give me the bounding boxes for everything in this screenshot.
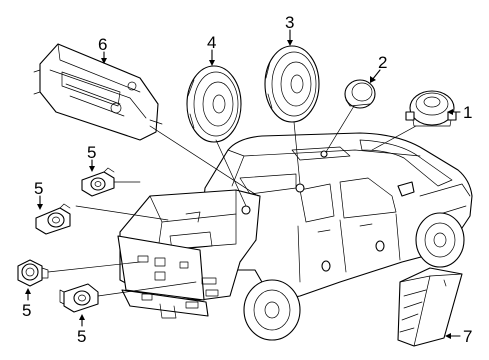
callout-5-lower-right: 5 xyxy=(77,327,86,346)
callout-5-middle: 5 xyxy=(34,179,43,198)
rear-door-speaker-marker xyxy=(321,260,331,272)
part-6-control-unit xyxy=(33,43,163,141)
part-5-sensor-lower-left xyxy=(17,259,49,287)
callout-5-upper: 5 xyxy=(87,143,96,162)
part-4-speaker xyxy=(186,65,242,143)
callout-6: 6 xyxy=(98,35,107,54)
part-5-sensor-upper xyxy=(81,167,115,197)
leader-lines xyxy=(25,29,461,339)
callout-labels: 6 4 3 2 1 5 5 5 5 7 xyxy=(22,13,472,346)
part-3-speaker xyxy=(264,45,320,123)
pillar-speaker-marker xyxy=(295,183,305,193)
callout-5-lower-left: 5 xyxy=(22,301,31,320)
part-5-sensor-lower-right xyxy=(59,283,99,313)
part-2-tweeter xyxy=(344,79,376,109)
callout-2: 2 xyxy=(378,53,387,72)
callout-3: 3 xyxy=(285,13,294,32)
part-1-speaker xyxy=(405,90,457,127)
bed-speaker-marker xyxy=(241,205,251,215)
callout-7: 7 xyxy=(463,327,472,346)
front-door-speaker-marker xyxy=(375,240,385,252)
pickup-truck-illustration xyxy=(117,132,473,341)
part-5-sensor-middle xyxy=(35,203,71,235)
roof-speaker-marker xyxy=(320,150,328,158)
callout-4: 4 xyxy=(207,33,216,52)
callout-1: 1 xyxy=(463,103,472,122)
part-7-module xyxy=(397,267,463,347)
